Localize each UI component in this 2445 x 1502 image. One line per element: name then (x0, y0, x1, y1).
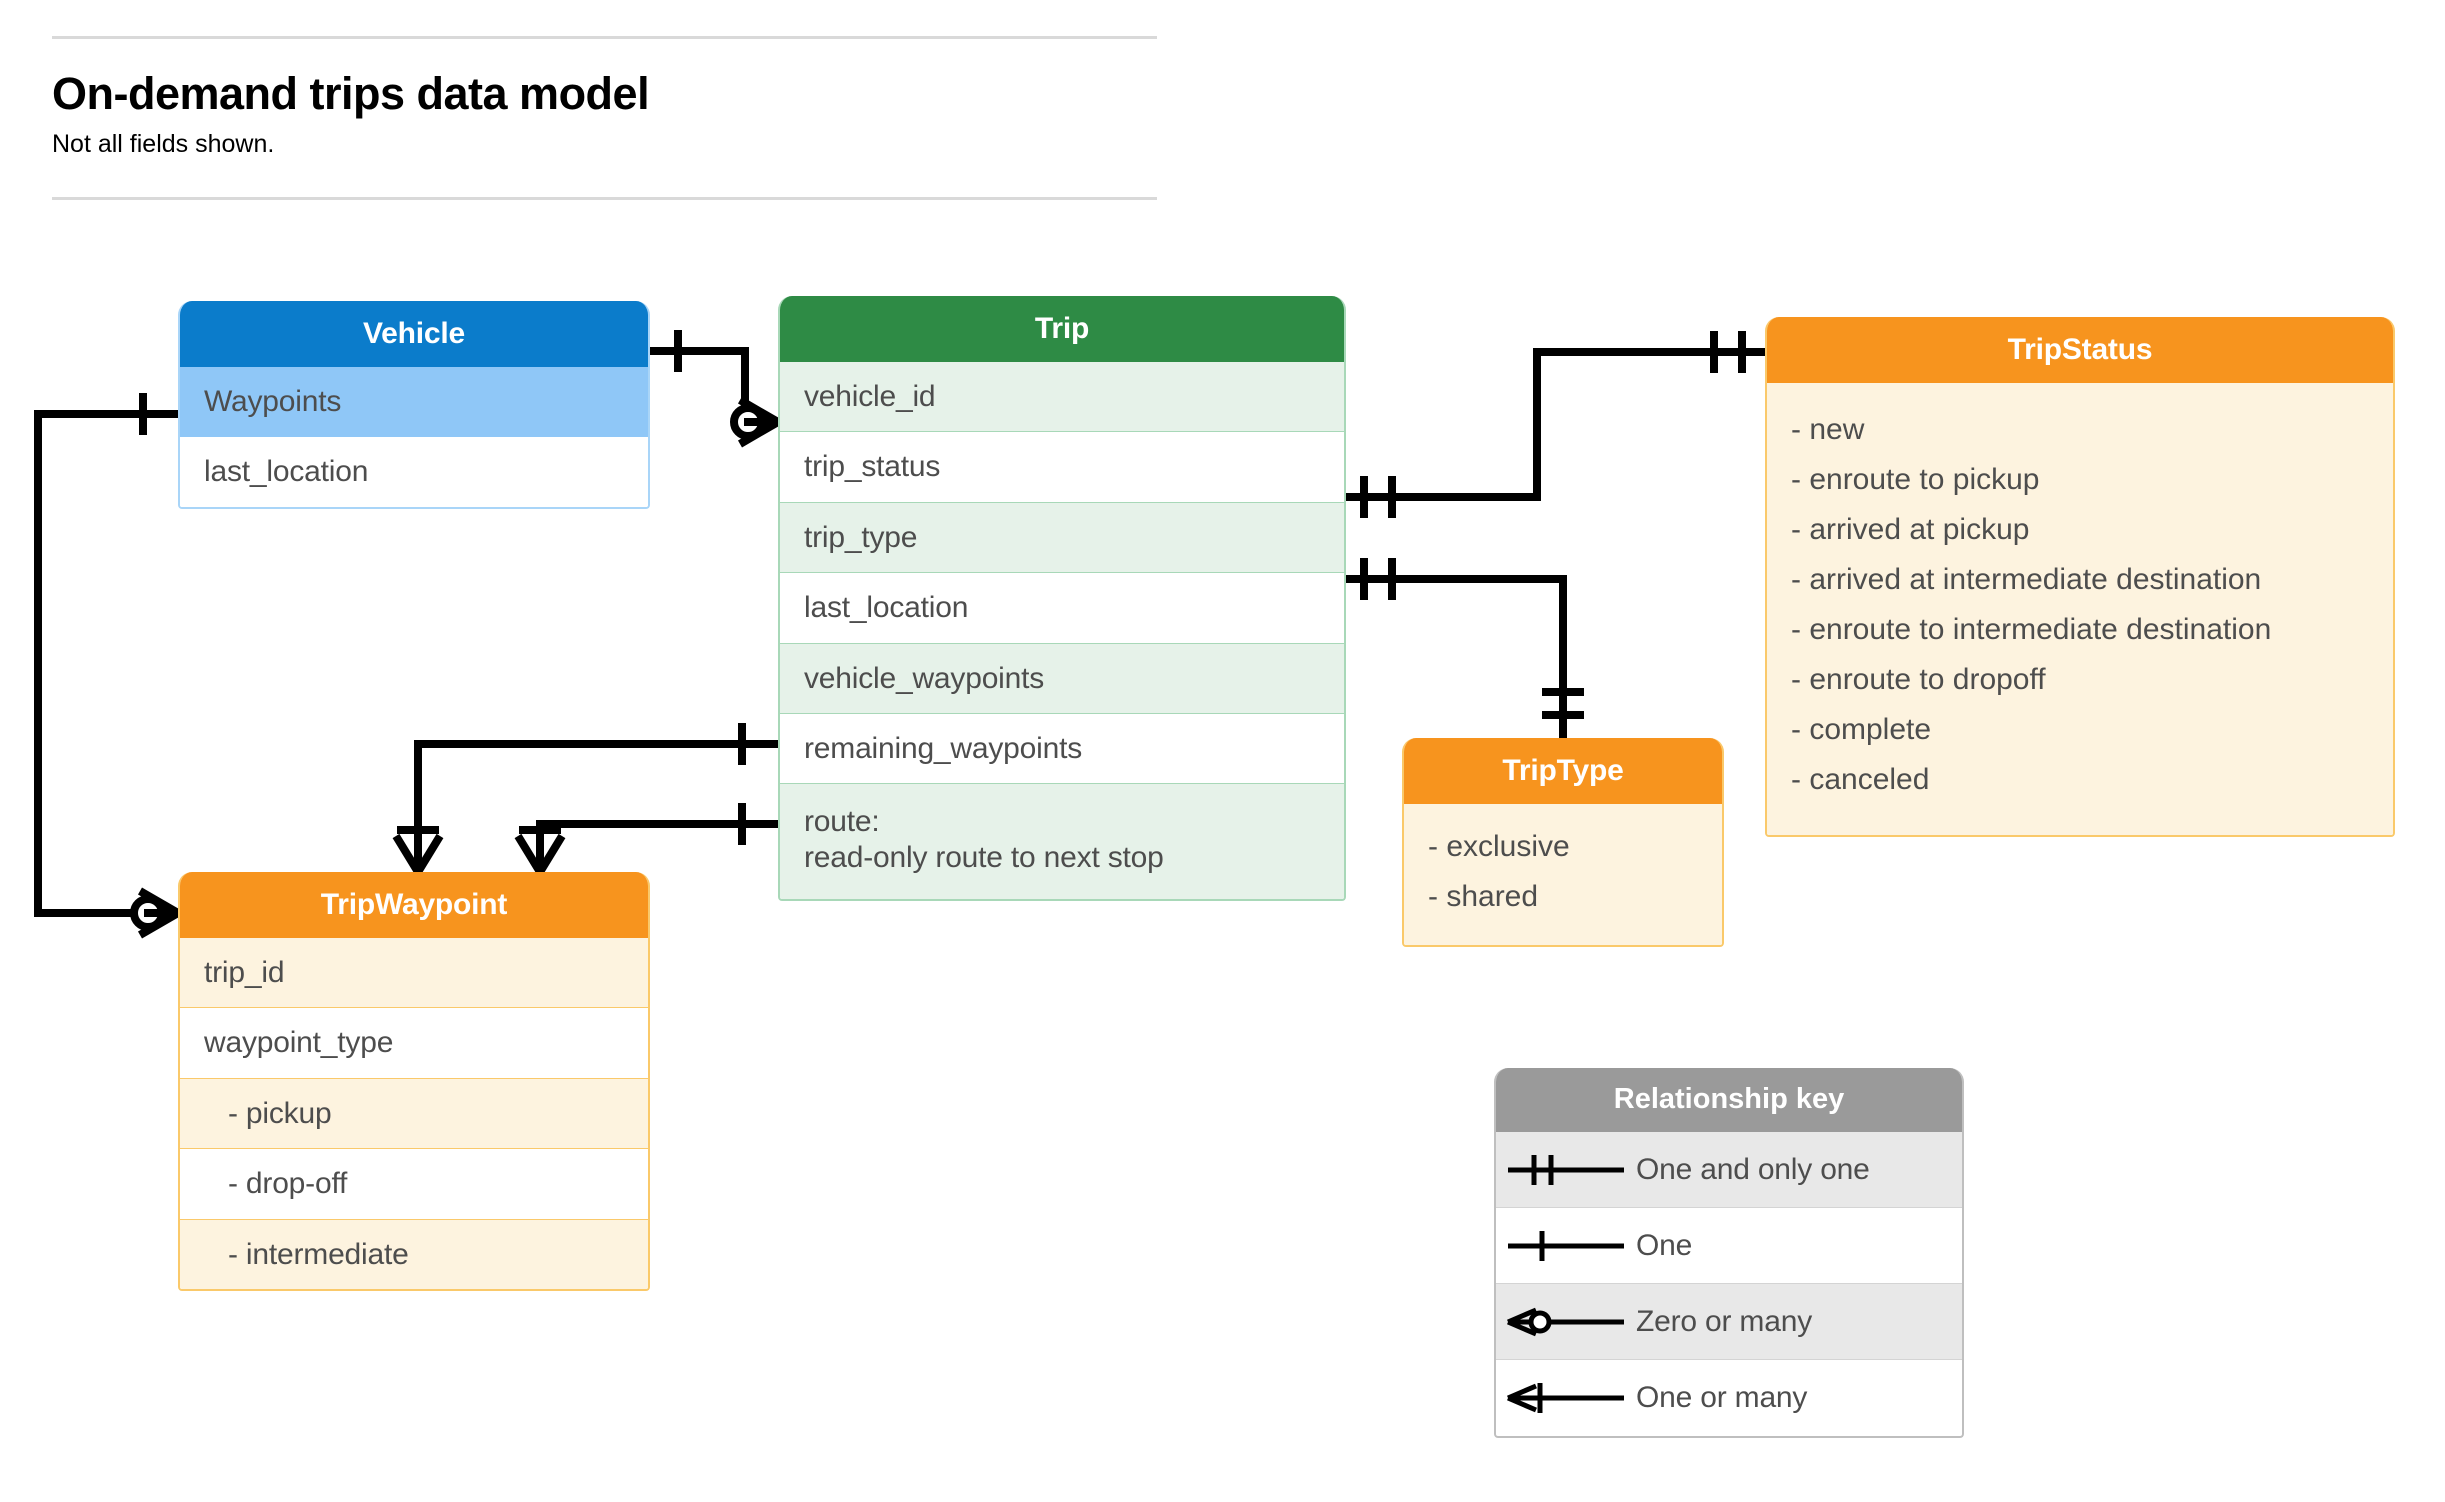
legend-row-one-or-many: One or many (1496, 1360, 1962, 1436)
entity-vehicle-fields: Waypoints last_location (180, 367, 648, 507)
enum-value: - enroute to pickup (1791, 463, 2040, 496)
crowfoot-vehicle-waypoints-field (392, 833, 444, 875)
legend-row-one-and-only-one: One and only one (1496, 1132, 1962, 1208)
field-row[interactable]: remaining_waypoints (780, 713, 1344, 785)
enum-value: - complete (1791, 713, 1932, 746)
entity-triptype[interactable]: TripType - exclusive - shared (1402, 738, 1724, 947)
field-row[interactable]: vehicle_id (780, 362, 1344, 433)
field-row-enum[interactable]: - pickup (180, 1078, 648, 1150)
entity-triptype-values: - exclusive - shared (1404, 804, 1722, 945)
entity-trip-title: Trip (780, 296, 1344, 362)
field-row-enum[interactable]: - intermediate (180, 1219, 648, 1289)
field-row[interactable]: last_location (180, 437, 648, 507)
field-row[interactable]: trip_status (780, 432, 1344, 503)
crowfoot-vehicle-waypoints (137, 887, 181, 939)
connector-trip-tripstatus (1346, 348, 1765, 501)
field-row[interactable]: last_location (780, 573, 1344, 644)
zero-or-many-icon (1496, 1302, 1636, 1342)
page-title: On-demand trips data model (52, 68, 650, 119)
field-row-enum[interactable]: - drop-off (180, 1149, 648, 1220)
connector-remaining-waypoints-field (536, 820, 778, 872)
zero-circle-vehicle-waypoints (130, 895, 166, 931)
connector-vehicle-waypoints-tripwaypoint (34, 410, 178, 917)
legend-label: One and only one (1636, 1152, 1870, 1186)
field-row[interactable]: vehicle_waypoints (780, 643, 1344, 714)
connector-trip-triptype (1346, 575, 1567, 738)
field-row[interactable]: trip_type (780, 502, 1344, 574)
legend-label: One (1636, 1228, 1693, 1262)
enum-value: - enroute to intermediate destination (1791, 613, 2272, 646)
zero-circle-vehicle-trip (730, 404, 766, 440)
enum-value: - arrived at intermediate destination (1791, 563, 2262, 596)
entity-trip-fields: vehicle_id trip_status trip_type last_lo… (780, 362, 1344, 900)
field-row[interactable]: Waypoints (180, 367, 648, 438)
field-row[interactable]: waypoint_type (180, 1008, 648, 1079)
entity-tripwaypoint-fields: trip_id waypoint_type - pickup - drop-of… (180, 938, 648, 1289)
entity-trip[interactable]: Trip vehicle_id trip_status trip_type la… (778, 296, 1346, 902)
field-route-label: route: (804, 805, 880, 839)
one-or-many-icon (1496, 1378, 1636, 1418)
entity-triptype-title: TripType (1404, 738, 1722, 804)
legend-row-zero-or-many: Zero or many (1496, 1284, 1962, 1360)
enum-value: - canceled (1791, 763, 1930, 796)
relationship-key-legend: Relationship key One and only one One (1494, 1068, 1964, 1438)
connector-vehicle-trip (650, 347, 778, 426)
enum-value: - shared (1428, 879, 1539, 913)
field-route-description: read-only route to next stop (804, 840, 1164, 874)
entity-vehicle-title: Vehicle (180, 301, 648, 367)
entity-tripstatus[interactable]: TripStatus - new - enroute to pickup - a… (1765, 317, 2395, 837)
field-row[interactable]: trip_id (180, 938, 648, 1009)
one-and-only-one-icon (1496, 1150, 1636, 1190)
header-rule-top (52, 36, 1157, 39)
entity-tripstatus-values: - new - enroute to pickup - arrived at p… (1767, 383, 2393, 835)
entity-tripwaypoint-title: TripWaypoint (180, 872, 648, 938)
page-subtitle: Not all fields shown. (52, 129, 275, 158)
connector-vehicle-waypoints-field (414, 740, 778, 872)
crowfoot-vehicle-trip (737, 396, 781, 448)
one-icon (1496, 1226, 1636, 1266)
document-header: On-demand trips data model Not all field… (52, 36, 1157, 200)
legend-row-one: One (1496, 1208, 1962, 1284)
relationship-key-title: Relationship key (1496, 1068, 1962, 1132)
enum-value: - enroute to dropoff (1791, 663, 2046, 696)
field-row-route[interactable]: route: read-only route to next stop (780, 784, 1344, 900)
entity-vehicle[interactable]: Vehicle Waypoints last_location (178, 301, 650, 509)
crowfoot-remaining-waypoints-field (514, 833, 566, 875)
enum-value: - exclusive (1428, 830, 1570, 863)
enum-value: - new (1791, 413, 1865, 446)
enum-value: - arrived at pickup (1791, 513, 2030, 546)
header-rule-bottom (52, 196, 1157, 200)
entity-tripwaypoint[interactable]: TripWaypoint trip_id waypoint_type - pic… (178, 872, 650, 1291)
entity-tripstatus-title: TripStatus (1767, 317, 2393, 383)
legend-label: One or many (1636, 1381, 1808, 1414)
legend-label: Zero or many (1636, 1304, 1812, 1338)
